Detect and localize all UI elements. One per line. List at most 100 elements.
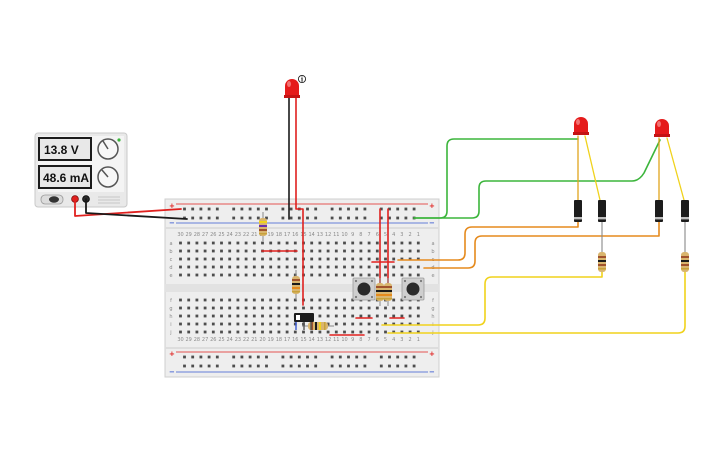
breadboard-hole[interactable] — [363, 355, 367, 359]
breadboard-hole[interactable] — [228, 265, 232, 269]
breadboard-hole[interactable] — [343, 306, 346, 310]
breadboard-hole[interactable] — [277, 314, 281, 318]
breadboard-hole[interactable] — [351, 249, 355, 253]
breadboard-hole[interactable] — [228, 257, 232, 261]
led-2[interactable] — [654, 119, 670, 137]
breadboard-hole[interactable] — [334, 298, 338, 302]
breadboard-hole[interactable] — [396, 216, 400, 220]
wire-yellow-led-1[interactable] — [381, 271, 603, 326]
breadboard-hole[interactable] — [351, 257, 355, 261]
breadboard-hole[interactable] — [326, 306, 330, 310]
breadboard-hole[interactable] — [338, 216, 342, 220]
breadboard-hole[interactable] — [203, 314, 207, 318]
breadboard-hole[interactable] — [293, 298, 297, 302]
resistor-board-5[interactable] — [302, 322, 334, 330]
breadboard-hole[interactable] — [261, 330, 264, 334]
breadboard-hole[interactable] — [408, 330, 412, 334]
breadboard-hole[interactable] — [392, 257, 396, 261]
breadboard-hole[interactable] — [351, 298, 355, 302]
breadboard-hole[interactable] — [334, 273, 338, 277]
breadboard-hole[interactable] — [400, 322, 404, 326]
breadboard-hole[interactable] — [195, 322, 199, 326]
breadboard-hole[interactable] — [195, 257, 199, 261]
breadboard-hole[interactable] — [400, 330, 404, 334]
breadboard-hole[interactable] — [400, 241, 404, 245]
breadboard-hole[interactable] — [191, 207, 195, 211]
breadboard-hole[interactable] — [343, 257, 346, 261]
breadboard-hole[interactable] — [285, 257, 289, 261]
breadboard-hole[interactable] — [367, 322, 371, 326]
breadboard-hole[interactable] — [195, 298, 199, 302]
breadboard-hole[interactable] — [265, 216, 268, 220]
breadboard-hole[interactable] — [285, 298, 289, 302]
breadboard-hole[interactable] — [388, 216, 391, 220]
breadboard-hole[interactable] — [367, 306, 371, 310]
breadboard-hole[interactable] — [187, 330, 191, 334]
breadboard-hole[interactable] — [326, 322, 330, 326]
power-supply[interactable]: 13.8 V 48.6 mA — [34, 132, 128, 208]
breadboard-hole[interactable] — [203, 306, 207, 310]
breadboard-hole[interactable] — [261, 257, 264, 261]
breadboard-hole[interactable] — [293, 241, 297, 245]
breadboard-hole[interactable] — [334, 257, 338, 261]
breadboard-hole[interactable] — [326, 257, 330, 261]
breadboard-hole[interactable] — [310, 257, 314, 261]
breadboard-hole[interactable] — [310, 306, 314, 310]
breadboard-hole[interactable] — [338, 207, 342, 211]
breadboard-hole[interactable] — [396, 207, 400, 211]
breadboard-hole[interactable] — [367, 249, 371, 253]
breadboard-hole[interactable] — [179, 249, 182, 253]
breadboard-hole[interactable] — [289, 364, 293, 368]
info-icon[interactable]: i — [297, 74, 307, 83]
indicator-led[interactable]: i — [284, 74, 307, 98]
breadboard-hole[interactable] — [236, 257, 240, 261]
breadboard-hole[interactable] — [375, 314, 379, 318]
wire-orange-diode-2[interactable] — [423, 221, 660, 269]
breadboard-hole[interactable] — [330, 207, 334, 211]
transistor[interactable] — [294, 313, 314, 330]
breadboard-hole[interactable] — [179, 314, 182, 318]
breadboard-hole[interactable] — [195, 314, 199, 318]
breadboard-hole[interactable] — [359, 330, 363, 334]
breadboard-hole[interactable] — [404, 364, 408, 368]
breadboard-hole[interactable] — [187, 257, 191, 261]
breadboard-hole[interactable] — [379, 355, 383, 359]
breadboard-hole[interactable] — [244, 241, 248, 245]
breadboard-hole[interactable] — [240, 216, 244, 220]
breadboard-hole[interactable] — [334, 330, 338, 334]
breadboard-hole[interactable] — [269, 257, 273, 261]
breadboard-hole[interactable] — [277, 322, 281, 326]
breadboard-hole[interactable] — [285, 306, 289, 310]
breadboard-hole[interactable] — [220, 273, 223, 277]
breadboard-hole[interactable] — [281, 216, 285, 220]
breadboard-hole[interactable] — [338, 355, 342, 359]
breadboard-hole[interactable] — [211, 273, 215, 277]
resistor-board-2[interactable] — [292, 270, 300, 300]
breadboard-hole[interactable] — [211, 257, 215, 261]
breadboard-hole[interactable] — [351, 322, 355, 326]
breadboard-hole[interactable] — [359, 257, 363, 261]
breadboard-hole[interactable] — [228, 273, 232, 277]
breadboard-hole[interactable] — [179, 298, 182, 302]
breadboard-hole[interactable] — [240, 207, 244, 211]
breadboard-hole[interactable] — [416, 322, 420, 326]
breadboard-hole[interactable] — [318, 298, 322, 302]
breadboard-hole[interactable] — [310, 273, 314, 277]
breadboard-hole[interactable] — [326, 265, 330, 269]
breadboard-hole[interactable] — [203, 265, 207, 269]
breadboard-hole[interactable] — [240, 364, 244, 368]
breadboard-hole[interactable] — [400, 298, 404, 302]
breadboard-hole[interactable] — [318, 330, 322, 334]
breadboard-hole[interactable] — [228, 330, 232, 334]
breadboard-hole[interactable] — [384, 330, 387, 334]
breadboard-hole[interactable] — [191, 364, 195, 368]
resistor-led-2[interactable] — [681, 252, 689, 272]
breadboard-hole[interactable] — [416, 314, 420, 318]
breadboard-hole[interactable] — [285, 273, 289, 277]
breadboard-hole[interactable] — [232, 207, 236, 211]
breadboard-hole[interactable] — [252, 249, 256, 253]
breadboard-hole[interactable] — [318, 241, 322, 245]
breadboard-hole[interactable] — [416, 330, 420, 334]
pushbutton-1[interactable] — [352, 277, 376, 301]
breadboard-hole[interactable] — [277, 273, 281, 277]
